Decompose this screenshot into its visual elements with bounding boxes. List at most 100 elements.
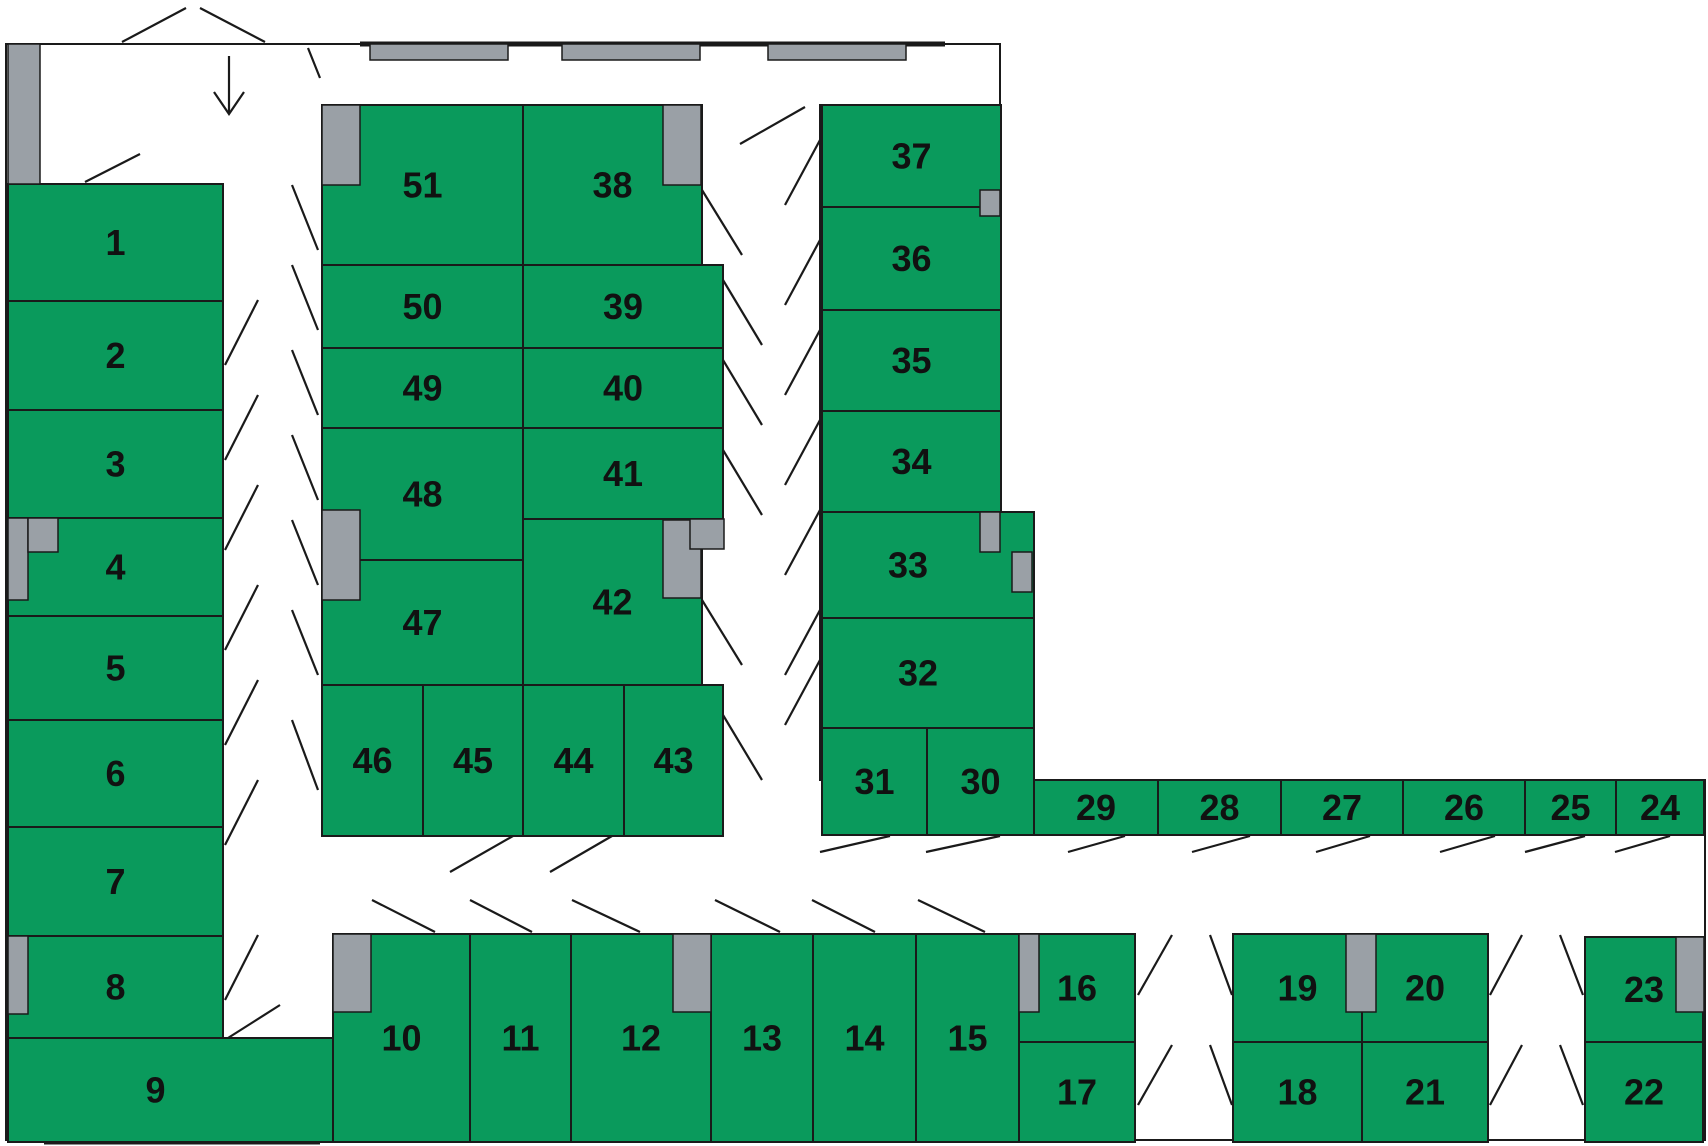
pillar [7,517,29,601]
entrance [213,56,245,116]
space-label-38: 38 [592,165,632,206]
parking-space-17 [1018,1041,1136,1143]
parking-space-14 [812,933,917,1143]
aisle-mark [819,834,891,854]
parking-space-11 [469,933,572,1143]
space-label-22: 22 [1624,1072,1664,1113]
aisle-mark [290,184,320,251]
window-sill [369,43,509,61]
space-label-7: 7 [105,861,125,902]
aisle-mark [1524,834,1586,854]
space-label-11: 11 [501,1018,539,1059]
pillars [7,43,1705,1015]
aisle-mark [784,419,821,486]
aisle-mark [722,359,763,426]
space-label-14: 14 [844,1018,884,1059]
space-label-6: 6 [105,753,125,794]
aisle-mark [571,899,641,933]
space-label-37: 37 [891,136,931,177]
parking-space-7 [7,826,224,937]
parking-space-5 [7,615,224,721]
space-label-36: 36 [891,238,931,279]
pillar [979,511,1001,553]
space-label-45: 45 [453,740,493,781]
parking-space-26 [1402,779,1526,836]
aisle-mark [811,899,876,933]
space-label-47: 47 [402,602,442,643]
space-label-10: 10 [381,1018,421,1059]
parking-space-22 [1584,1041,1704,1143]
space-label-46: 46 [352,740,392,781]
aisle-mark [290,609,320,676]
aisle-mark [224,779,259,846]
pillar [7,935,29,1015]
space-label-28: 28 [1199,787,1239,828]
window-sill [767,43,907,61]
space-label-44: 44 [553,740,593,781]
space-label-48: 48 [402,474,442,515]
aisle-mark [701,599,743,666]
aisle-mark [199,7,266,43]
parking-space-37 [821,104,1002,208]
space-label-13: 13 [742,1018,782,1059]
space-label-1: 1 [105,222,125,263]
aisle-mark [290,719,320,791]
space-label-27: 27 [1322,787,1362,828]
space-label-34: 34 [891,441,931,482]
aisle-mark [722,279,763,346]
parking-space-9 [7,1037,334,1143]
space-label-21: 21 [1405,1072,1445,1113]
space-label-41: 41 [603,453,643,494]
space-label-18: 18 [1277,1072,1317,1113]
aisle-mark [549,835,613,873]
space-label-51: 51 [402,165,442,206]
parking-space-36 [821,206,1002,311]
aisle-mark [1489,934,1523,996]
space-label-8: 8 [105,967,125,1008]
parking-space-46 [321,684,424,837]
space-label-12: 12 [621,1018,661,1059]
pillar [1345,933,1377,1013]
aisle-mark [1067,834,1126,854]
aisle-mark [722,449,763,516]
space-label-40: 40 [603,368,643,409]
parking-space-39 [522,264,724,349]
pillar [7,43,41,185]
pillar [321,509,361,601]
aisle-mark [371,899,436,933]
pillar [672,933,712,1013]
parking-space-44 [522,684,625,837]
parking-space-31 [821,727,928,836]
aisle-mark [1439,834,1496,854]
parking-space-49 [321,347,524,429]
space-label-15: 15 [947,1018,987,1059]
aisle-mark [224,934,259,1001]
parking-space-25 [1524,779,1617,836]
space-label-26: 26 [1444,787,1484,828]
aisle-mark [1137,1044,1173,1106]
parking-space-50 [321,264,524,349]
parking-space-35 [821,309,1002,412]
aisle-mark [739,106,806,145]
parking-space-43 [623,684,724,837]
aisle-mark [784,509,821,576]
parking-space-32 [821,617,1035,729]
aisle-mark [1558,1044,1585,1106]
space-label-42: 42 [592,582,632,623]
aisle-mark [1208,934,1234,996]
parking-space-6 [7,719,224,828]
aisle-mark [290,349,320,416]
aisle-mark [722,714,763,781]
aisle-markings [84,7,1671,1106]
space-label-4: 4 [105,547,125,588]
parking-space-19 [1232,933,1363,1043]
pillar [1011,551,1033,593]
pillar [1018,933,1040,1013]
aisle-mark [1489,1044,1523,1106]
pillar [979,189,1001,217]
space-label-31: 31 [854,761,894,802]
pillar [332,933,372,1013]
parking-space-41 [522,427,724,520]
